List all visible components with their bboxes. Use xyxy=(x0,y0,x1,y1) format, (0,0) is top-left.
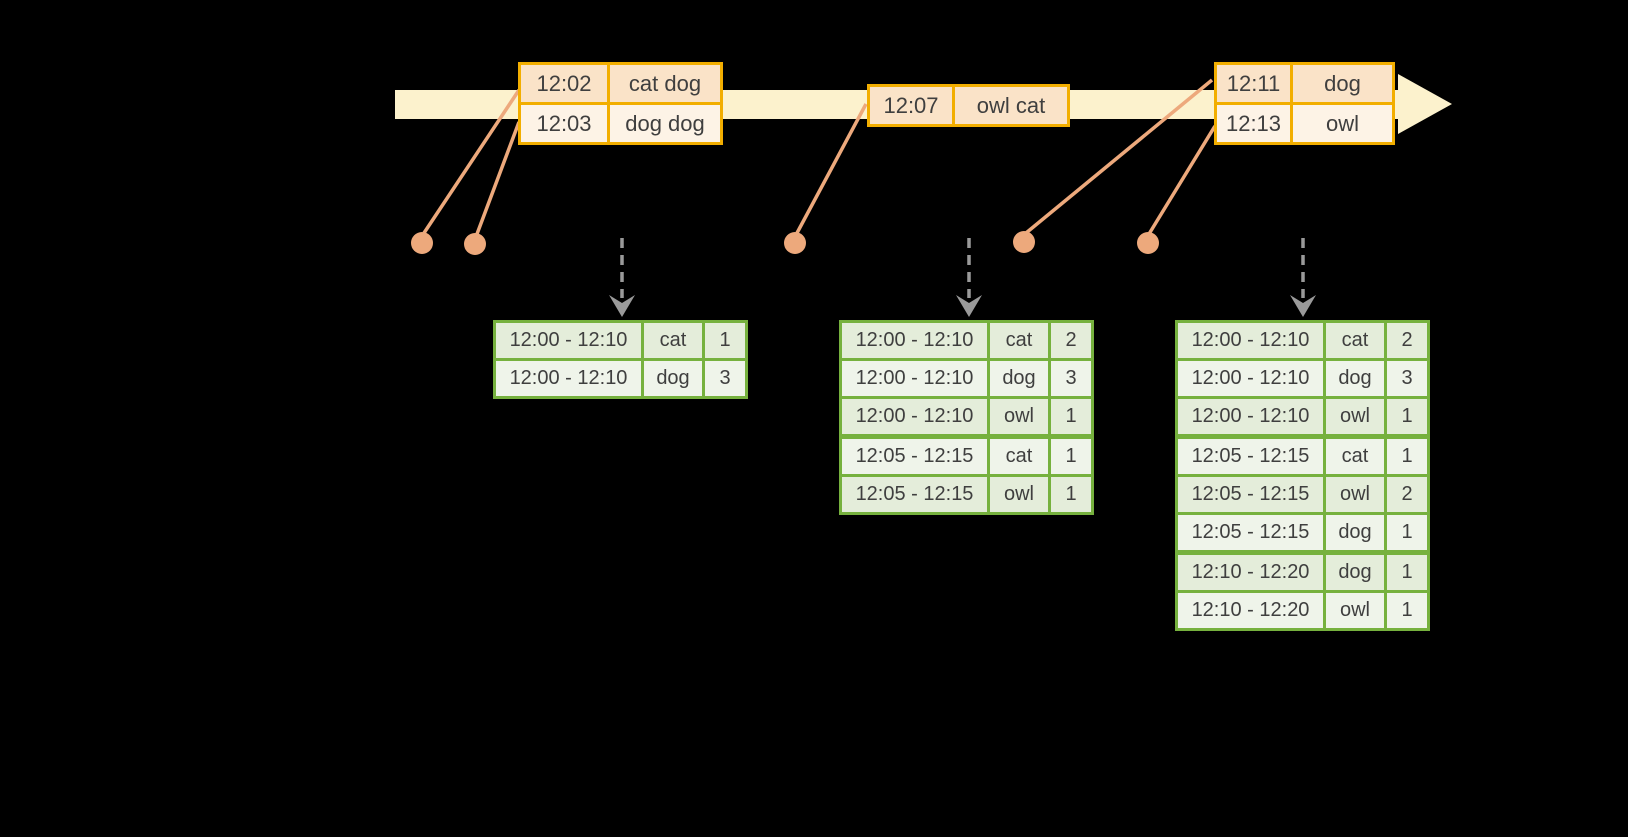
table-cell: dog xyxy=(1323,361,1384,396)
table-cell: 12:00 - 12:10 xyxy=(842,399,987,434)
event-connector-line xyxy=(422,89,521,234)
table-cell: 2 xyxy=(1384,323,1427,358)
table-cell: cat dog xyxy=(607,65,720,102)
table-cell: 1 xyxy=(1048,439,1091,474)
table-cell: 12:10 - 12:20 xyxy=(1178,555,1323,590)
table-cell: 12:05 - 12:15 xyxy=(842,439,987,474)
table-cell: 1 xyxy=(1384,515,1427,550)
table-cell: owl xyxy=(1290,105,1392,142)
event-dot-icon xyxy=(464,233,486,255)
table-cell: 12:05 - 12:15 xyxy=(1178,515,1323,550)
table-cell: 12:07 xyxy=(870,87,952,124)
table-cell: 12:05 - 12:15 xyxy=(842,477,987,512)
table-cell: 2 xyxy=(1048,323,1091,358)
table-cell: 1 xyxy=(1384,593,1427,628)
table-cell: 12:05 - 12:15 xyxy=(1178,439,1323,474)
table-cell: dog xyxy=(1323,555,1384,590)
table-cell: 12:11 xyxy=(1217,65,1290,102)
table-cell: dog xyxy=(1290,65,1392,102)
table-cell: 12:00 - 12:10 xyxy=(1178,361,1323,396)
event-connector-line xyxy=(475,121,521,235)
event-dots xyxy=(411,231,1159,255)
table-cell: cat xyxy=(987,439,1048,474)
event-dot-icon xyxy=(411,232,433,254)
event-connector-line xyxy=(1147,125,1217,235)
table-cell: owl xyxy=(1323,477,1384,512)
table-cell: cat xyxy=(1323,323,1384,358)
table-cell: owl xyxy=(1323,399,1384,434)
event-connector-line xyxy=(795,103,868,234)
table-cell: 2 xyxy=(1384,477,1427,512)
event-dot-icon xyxy=(784,232,806,254)
table-cell: dog xyxy=(641,361,702,396)
table-cell: 12:13 xyxy=(1217,105,1290,142)
table-cell: 1 xyxy=(1384,439,1427,474)
timeline-arrowhead-icon xyxy=(1398,74,1452,134)
trigger-arrowhead-icon xyxy=(1290,295,1316,317)
table-cell: 1 xyxy=(1384,399,1427,434)
table-cell: owl xyxy=(987,477,1048,512)
table-cell: 12:02 xyxy=(521,65,607,102)
table-cell: 1 xyxy=(1048,477,1091,512)
trigger-arrowheads xyxy=(609,295,1316,317)
table-cell: 12:00 - 12:10 xyxy=(1178,323,1323,358)
table-cell: 1 xyxy=(1384,555,1427,590)
table-cell: 12:05 - 12:15 xyxy=(1178,477,1323,512)
table-cell: 3 xyxy=(1048,361,1091,396)
trigger-arrows xyxy=(620,238,1305,298)
trigger-arrowhead-icon xyxy=(609,295,635,317)
table-cell: 12:10 - 12:20 xyxy=(1178,593,1323,628)
table-cell: 12:00 - 12:10 xyxy=(1178,399,1323,434)
table-cell: 3 xyxy=(1384,361,1427,396)
table-cell: cat xyxy=(987,323,1048,358)
table-cell: 1 xyxy=(1048,399,1091,434)
table-cell: cat xyxy=(641,323,702,358)
table-cell: 3 xyxy=(702,361,745,396)
table-cell: cat xyxy=(1323,439,1384,474)
event-connectors xyxy=(422,78,1217,235)
event-dot-icon xyxy=(1137,232,1159,254)
table-cell: 12:00 - 12:10 xyxy=(496,323,641,358)
table-cell: owl xyxy=(1323,593,1384,628)
event-connector-line xyxy=(1024,78,1214,235)
table-cell: 12:00 - 12:10 xyxy=(842,361,987,396)
table-cell: 1 xyxy=(702,323,745,358)
table-cell: 12:03 xyxy=(521,105,607,142)
table-cell: dog xyxy=(1323,515,1384,550)
event-dot-icon xyxy=(1013,231,1035,253)
table-cell: 12:00 - 12:10 xyxy=(496,361,641,396)
table-cell: owl xyxy=(987,399,1048,434)
table-cell: owl cat xyxy=(952,87,1067,124)
table-cell: dog xyxy=(987,361,1048,396)
trigger-arrowhead-icon xyxy=(956,295,982,317)
table-cell: dog dog xyxy=(607,105,720,142)
table-cell: 12:00 - 12:10 xyxy=(842,323,987,358)
